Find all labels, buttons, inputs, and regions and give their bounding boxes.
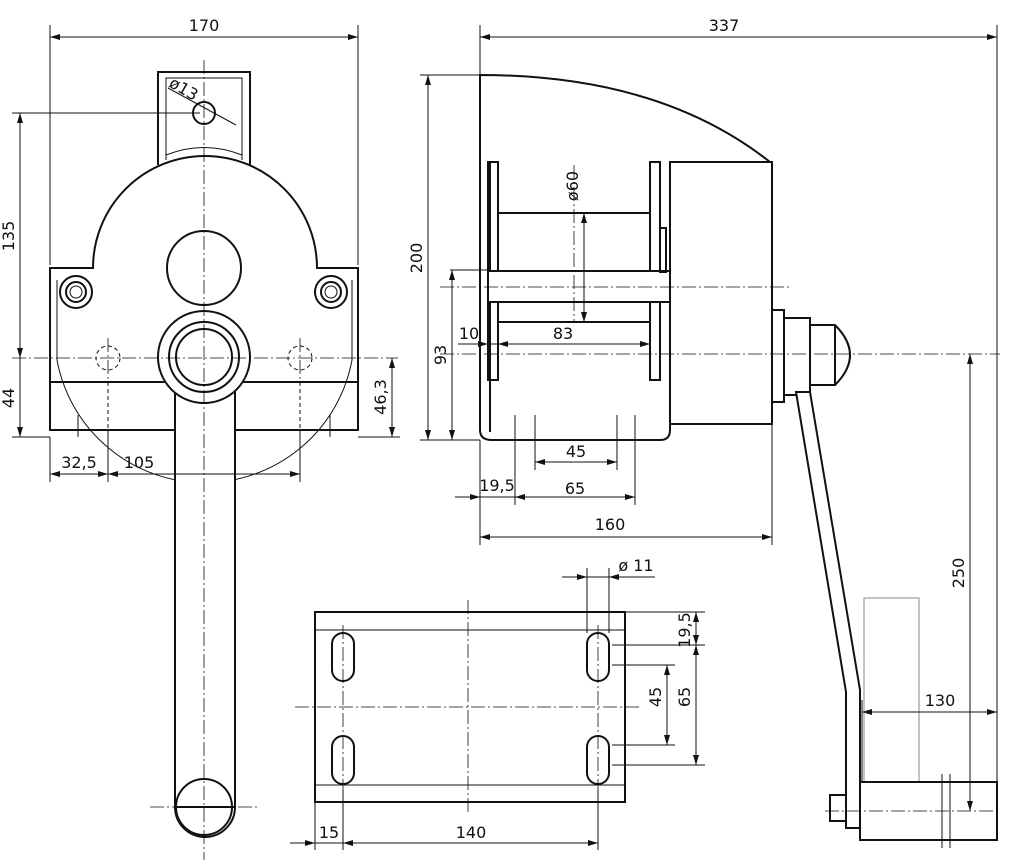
front-crank-arm (157, 310, 251, 838)
dim-side-height-93: 93 (431, 345, 450, 365)
dim-side-drum-dia: ø60 (563, 171, 582, 201)
dim-base-hole-dia: ø 11 (618, 556, 653, 575)
dimension-labels: 170 ø13 135 44 32,5 105 46,3 337 200 ø60… (0, 16, 968, 842)
dim-side-height-200: 200 (407, 243, 426, 274)
side-crank-hub (771, 309, 851, 403)
dimension-lines (12, 25, 998, 850)
side-handle-pin (829, 794, 847, 822)
front-right-bolt (314, 275, 348, 309)
dim-base-spacing-140: 140 (456, 823, 487, 842)
dim-base-slot-65: 65 (675, 687, 694, 707)
base-plate-view (295, 600, 640, 812)
dim-side-drum-83: 83 (553, 324, 573, 343)
dim-side-offset-19-5: 19,5 (479, 476, 515, 495)
dim-front-offset-32-5: 32,5 (61, 453, 97, 472)
dim-side-flange-10: 10 (459, 324, 479, 343)
dim-base-edge-19-5: 19,5 (675, 612, 694, 648)
dim-front-width: 170 (189, 16, 220, 35)
dim-front-height-44: 44 (0, 388, 18, 408)
dim-front-height-46-3: 46,3 (371, 379, 390, 415)
dim-base-slot-45: 45 (646, 687, 665, 707)
front-left-bolt (59, 275, 93, 309)
front-view (12, 60, 398, 860)
dim-front-height-135: 135 (0, 221, 18, 252)
dim-base-edge-15: 15 (319, 823, 339, 842)
dim-front-spacing-105: 105 (124, 453, 155, 472)
dim-side-base-160: 160 (595, 515, 626, 534)
dim-side-total: 337 (709, 16, 740, 35)
side-view (440, 73, 1000, 848)
side-crank-lever (794, 391, 861, 829)
side-housing-box (669, 161, 773, 425)
side-cover-outline (479, 73, 773, 441)
dim-side-slot-65: 65 (565, 479, 585, 498)
front-plate-outline (49, 155, 359, 431)
dim-crank-handle-130: 130 (925, 691, 956, 710)
dim-side-slot-45: 45 (566, 442, 586, 461)
dim-crank-length-250: 250 (949, 558, 968, 589)
side-shaft (487, 270, 671, 303)
